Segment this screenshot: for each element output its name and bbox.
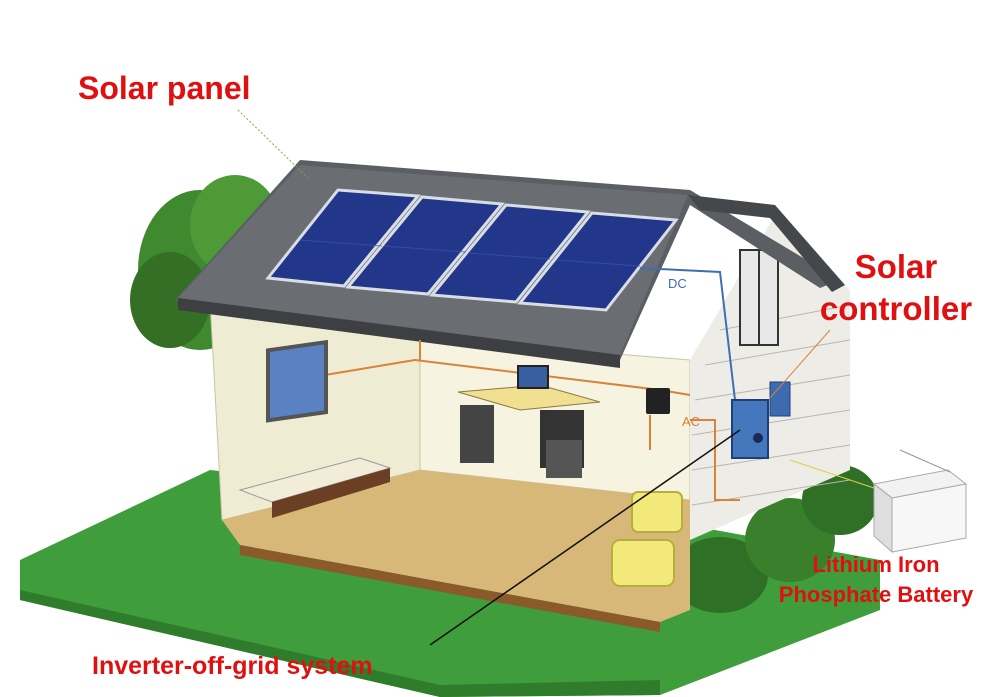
- leader-solar-panel: [237, 109, 311, 181]
- ac-tag: AC: [682, 414, 700, 429]
- tv: [266, 339, 328, 423]
- solar-panel-2: [345, 195, 505, 296]
- desk-cabinet: [460, 405, 494, 463]
- inverter-device: [731, 399, 769, 459]
- solar-panel-4: [517, 211, 679, 312]
- solar-controller-label-line1: Solar: [854, 248, 938, 285]
- battery-label-line1: Lithium Iron: [812, 552, 940, 577]
- solar-controller-label-line2: controller: [819, 290, 973, 327]
- bench-front: [272, 468, 390, 518]
- laptop: [517, 365, 549, 389]
- battery-unit: [872, 469, 968, 554]
- dc-wire: [639, 267, 736, 401]
- office-chair: [546, 440, 582, 478]
- gable-wall: [690, 215, 850, 540]
- armchairs: [611, 491, 683, 587]
- solar-panel-label: Solar panel: [78, 70, 251, 106]
- roof-edge: [178, 298, 620, 368]
- solar-panel-3: [429, 203, 591, 304]
- solar-panel-array: [265, 188, 679, 312]
- desk-top: [457, 384, 601, 411]
- gable-eave: [688, 195, 845, 292]
- leader-battery: [789, 459, 875, 489]
- floor-edge: [240, 545, 660, 632]
- inverter-label: Inverter-off-grid system: [92, 652, 373, 680]
- grass-shadow: [20, 590, 660, 697]
- solar-panel-1: [265, 188, 421, 288]
- leader-battery-2: [899, 449, 951, 473]
- floor: [222, 470, 690, 622]
- leader-controller: [769, 329, 831, 399]
- battery-label: Lithium Iron Phosphate Battery: [758, 550, 994, 610]
- leader-inverter: [429, 429, 741, 646]
- solar-controller-label: Solar controller: [806, 246, 986, 330]
- solar-controller-device: [646, 388, 670, 414]
- charge-controller-device: [769, 381, 791, 417]
- dc-tag: DC: [668, 276, 687, 291]
- battery-label-line2: Phosphate Battery: [778, 582, 974, 607]
